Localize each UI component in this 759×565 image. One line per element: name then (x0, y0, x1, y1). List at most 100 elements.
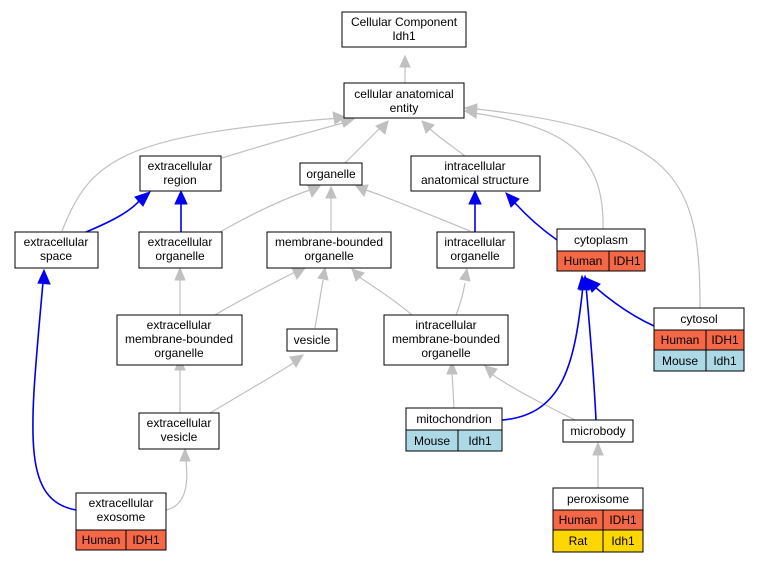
gene-cell (705, 349, 745, 372)
node-label-line: extracellular (148, 159, 213, 173)
node-vesicle[interactable]: vesicle (286, 328, 338, 352)
species-label: Human (82, 533, 121, 547)
gene-cell (602, 529, 644, 553)
annotation-row: Mouse Idh1 (653, 349, 745, 372)
node-label-line: entity (390, 101, 419, 115)
arrowhead (375, 120, 389, 135)
edge-ecs-to-cae (61, 117, 341, 232)
arrowhead (37, 268, 51, 285)
node-extracellular-vesicle[interactable]: extracellular vesicle (138, 412, 220, 450)
node-extracellular-membrane-bounded-organelle[interactable]: extracellular membrane-bounded organelle (116, 314, 243, 366)
arrowhead (592, 441, 604, 456)
gene-label: IDH1 (132, 533, 160, 547)
edges (32, 54, 701, 511)
node-label-line: extracellular (147, 416, 212, 430)
node-peroxisome[interactable]: peroxisome Human IDH1 Rat Idh1 (552, 487, 644, 553)
species-label: Rat (569, 534, 588, 548)
node-label-line: organelle (450, 249, 500, 263)
gene-label: Idh1 (611, 534, 635, 548)
species-label: Human (661, 333, 700, 347)
node-cellular-anatomical-entity[interactable]: cellular anatomical entity (343, 82, 465, 119)
edge-org-to-cae (344, 127, 381, 164)
edge-cytosol-to-cae (466, 107, 701, 309)
node-label-line: vesicle (161, 430, 198, 444)
node-label-line: peroxisome (567, 492, 629, 506)
arrowhead (289, 354, 304, 368)
node-cytoplasm[interactable]: cytoplasm Human IDH1 (556, 228, 646, 272)
node-microbody[interactable]: microbody (562, 419, 634, 443)
node-label-line: organelle (306, 167, 356, 181)
node-label-line: mitochondrion (416, 412, 491, 426)
arrowhead (355, 184, 369, 198)
node-label-line: organelle (154, 346, 204, 360)
node-intracellular-anatomical-structure[interactable]: intracellular anatomical structure (410, 155, 541, 192)
node-label-line: vesicle (294, 333, 331, 347)
arrowhead (351, 268, 365, 282)
node-intracellular-membrane-bounded-organelle[interactable]: intracellular membrane-bounded organelle (383, 314, 509, 366)
node-label-line: organelle (421, 346, 471, 360)
arrowhead (505, 192, 520, 208)
node-label-line: membrane-bounded (392, 332, 500, 346)
edge-ves-to-mbo (314, 279, 324, 329)
edge-ecr-to-cae (221, 120, 351, 159)
node-label-line: membrane-bounded (275, 235, 383, 249)
annotation-row: Rat Idh1 (552, 529, 644, 553)
arrowhead (421, 120, 435, 134)
node-cellular-component-idh1[interactable]: Cellular Component Idh1 (341, 11, 467, 48)
edge-cyto-to-cae (466, 111, 604, 230)
arrowhead (468, 189, 482, 205)
edge-exo-to-ecs (32, 281, 77, 511)
edge-ias-to-cae (429, 128, 466, 157)
arrowhead (174, 266, 186, 281)
species-label: Mouse (662, 354, 698, 368)
gene-cell (457, 429, 503, 452)
edge-cytosol-to-cyto (594, 286, 655, 327)
arrowhead (174, 189, 188, 205)
annotation-row: Mouse Idh1 (405, 429, 503, 452)
arrowhead (446, 360, 458, 375)
node-organelle[interactable]: organelle (299, 162, 363, 186)
node-label-line: extracellular (24, 235, 89, 249)
annotation-row: Human IDH1 (653, 329, 745, 351)
node-extracellular-space[interactable]: extracellular space (14, 231, 99, 269)
node-extracellular-organelle[interactable]: extracellular organelle (138, 231, 223, 269)
species-label: Mouse (414, 434, 450, 448)
node-label-line: Idh1 (392, 29, 416, 43)
node-label-line: intracellular (444, 159, 505, 173)
arrowhead (317, 266, 329, 281)
edge-micro-to-cyto (585, 285, 597, 421)
edge-mito-to-cyto (501, 285, 584, 421)
node-label-line: extracellular (89, 496, 154, 510)
node-label-line: intracellular (415, 318, 476, 332)
node-label-line: anatomical structure (421, 173, 529, 187)
node-extracellular-exosome[interactable]: extracellular exosome Human IDH1 (75, 492, 167, 551)
node-label-line: Cellular Component (351, 15, 458, 29)
edge-imbo-to-mbo (357, 275, 413, 316)
arrowhead (291, 267, 306, 280)
edge-ecv-to-ves (209, 361, 296, 414)
edge-ico-to-org (365, 189, 471, 232)
node-membrane-bounded-organelle[interactable]: membrane-bounded organelle (266, 231, 392, 269)
annotation-row: Human IDH1 (552, 509, 644, 531)
arrowhead (179, 447, 191, 462)
gene-label: IDH1 (609, 513, 637, 527)
node-label-line: space (40, 249, 72, 263)
arrowhead (332, 111, 347, 125)
arrowhead (134, 191, 151, 207)
species-label: Human (564, 254, 603, 268)
node-label-line: cytoplasm (574, 233, 628, 247)
edge-cyto-to-ias (514, 202, 558, 241)
node-cytosol[interactable]: cytosol Human IDH1 Mouse Idh1 (653, 307, 745, 372)
edge-exo-to-ecv (165, 459, 188, 511)
arrowhead (463, 103, 478, 116)
arrowhead (459, 267, 471, 282)
edge-eco-to-org (219, 189, 311, 233)
gene-label: Idh1 (713, 354, 737, 368)
node-label-line: exosome (97, 510, 146, 524)
node-extracellular-region[interactable]: extracellular region (139, 155, 222, 192)
node-label-line: intracellular (444, 235, 505, 249)
node-mitochondrion[interactable]: mitochondrion Mouse Idh1 (405, 407, 503, 452)
node-label-line: region (163, 173, 196, 187)
node-intracellular-organelle[interactable]: intracellular organelle (436, 231, 515, 269)
edge-micro-to-imbo (492, 374, 576, 421)
